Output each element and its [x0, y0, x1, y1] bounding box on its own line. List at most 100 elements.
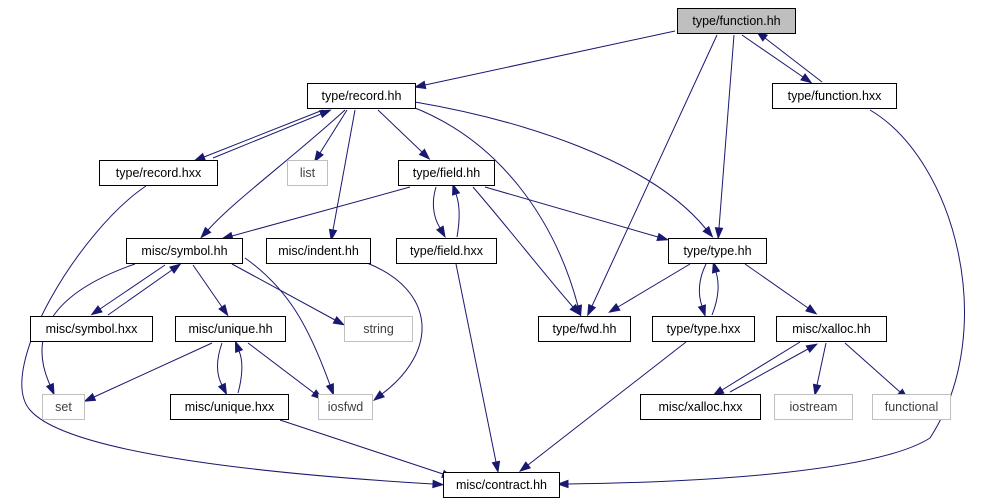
node-box [42, 394, 85, 420]
edge-unique_hh-to-iosfwd [247, 342, 324, 400]
node-record-hxx[interactable]: type/record.hxx [99, 160, 218, 186]
arrowhead [83, 392, 97, 402]
edge-record_hh-to-list [313, 109, 348, 163]
node-fwd-hh[interactable]: type/fwd.hh [538, 316, 631, 342]
edge-function_hh-to-type_hh [714, 34, 735, 240]
edge-type_hxx-to-type_hh [711, 260, 721, 316]
arrowhead [432, 479, 445, 489]
edge-record_hh-to-record_hxx [193, 109, 324, 162]
node-box [677, 8, 796, 34]
arrowhead [332, 315, 346, 326]
node-symbol-hh[interactable]: misc/symbol.hh [126, 238, 243, 264]
node-label: misc/symbol.hh [141, 244, 227, 258]
node-label: functional [885, 400, 939, 414]
edge-record_hh-to-symbol_hh [200, 109, 346, 239]
node-box [344, 316, 413, 342]
node-label: misc/xalloc.hh [792, 322, 871, 336]
arrowhead [711, 260, 721, 274]
arrowhead [418, 148, 431, 160]
arrowhead [193, 152, 207, 162]
arrowhead [436, 225, 446, 238]
node-unique-hh[interactable]: misc/unique.hh [175, 316, 286, 342]
arrowhead [90, 305, 103, 316]
node-record-hh[interactable]: type/record.hh [307, 83, 416, 109]
node-box [287, 160, 328, 186]
node-indent-hh[interactable]: misc/indent.hh [266, 238, 371, 264]
node-type-hh[interactable]: type/type.hh [668, 238, 767, 264]
edge-record_hh-to-indent_hh [328, 109, 356, 242]
edge-symbol_hh-to-set [41, 263, 136, 396]
node-box [774, 394, 853, 420]
edge-indent_hh-to-iosfwd [366, 262, 423, 402]
node-type-hxx[interactable]: type/type.hxx [652, 316, 755, 342]
edge-function_hh-to-record_hh [413, 30, 676, 90]
node-box [772, 83, 897, 109]
node-box [640, 394, 761, 420]
node-label: type/type.hxx [667, 322, 741, 336]
node-label: misc/unique.hh [188, 322, 272, 336]
edge-xalloc_hxx-to-xalloc_hh [729, 343, 819, 393]
arrowhead [518, 461, 532, 473]
node-label: type/field.hh [413, 166, 480, 180]
arrowhead [200, 226, 212, 239]
edge-unique_hh-to-set [83, 342, 213, 402]
node-field-hxx[interactable]: type/field.hxx [396, 238, 497, 264]
edge-symbol_hh-to-symbol_hxx [90, 264, 166, 316]
node-unique-hxx[interactable]: misc/unique.hxx [170, 394, 289, 420]
arrowhead [556, 479, 569, 489]
node-label: list [300, 166, 316, 180]
edge-field_hxx-to-contract_hh [455, 263, 501, 474]
nodes-layer: type/function.hh type/function.hxx type/re… [30, 8, 951, 498]
arrowhead [45, 382, 55, 396]
node-list: list [287, 160, 328, 186]
node-label: misc/contract.hh [456, 478, 547, 492]
edge-field_hh-to-field_hxx [432, 186, 446, 238]
node-box [872, 394, 951, 420]
arrowhead [325, 383, 334, 396]
node-box [652, 316, 755, 342]
node-function-hh[interactable]: type/function.hh [677, 8, 796, 34]
arrowhead [712, 386, 725, 397]
node-label: misc/symbol.hxx [46, 322, 138, 336]
node-box [99, 160, 218, 186]
edge-type_hh-to-xalloc_hh [744, 263, 818, 315]
node-box [318, 394, 373, 420]
node-functional: functional [872, 394, 951, 420]
node-symbol-hxx[interactable]: misc/symbol.hxx [30, 316, 153, 342]
node-function-hxx[interactable]: type/function.hxx [772, 83, 897, 109]
arrowhead [169, 263, 182, 274]
node-label: misc/indent.hh [278, 244, 359, 258]
node-box [175, 316, 286, 342]
arrowhead [697, 304, 706, 317]
arrowhead [452, 183, 461, 196]
arrowhead [800, 73, 813, 84]
edge-xalloc_hh-to-iostream [812, 342, 827, 397]
node-xalloc-hh[interactable]: misc/xalloc.hh [776, 316, 887, 342]
node-iostream: iostream [774, 394, 853, 420]
node-label: type/type.hh [683, 244, 751, 258]
arrowhead [234, 340, 244, 353]
edge-record_hh-to-field_hh [377, 109, 431, 160]
node-contract-hh[interactable]: misc/contract.hh [443, 472, 560, 498]
node-box [396, 238, 497, 264]
node-label: type/function.hh [692, 14, 780, 28]
node-field-hh[interactable]: type/field.hh [398, 160, 495, 186]
edge-function_hxx-to-contract_hh [556, 109, 965, 489]
edge-xalloc_hh-to-functional [844, 342, 909, 400]
edge-xalloc_hh-to-xalloc_hxx [712, 341, 801, 397]
edge-type_hh-to-fwd_hh [608, 263, 691, 313]
edge-symbol_hxx-to-symbol_hh [107, 263, 182, 316]
edge-symbol_hh-to-iosfwd [244, 257, 334, 396]
node-box [170, 394, 289, 420]
node-label: misc/unique.hxx [185, 400, 275, 414]
edge-type_hxx-to-contract_hh [518, 341, 687, 473]
arrowhead [218, 304, 229, 317]
edge-field_hh-to-fwd_hh [472, 186, 581, 316]
node-label: type/record.hxx [116, 166, 202, 180]
node-label: string [363, 322, 394, 336]
arrowhead [372, 390, 386, 402]
node-xalloc-hxx[interactable]: misc/xalloc.hxx [640, 394, 761, 420]
node-set: set [42, 394, 85, 420]
edge-symbol_hh-to-string [231, 263, 346, 326]
